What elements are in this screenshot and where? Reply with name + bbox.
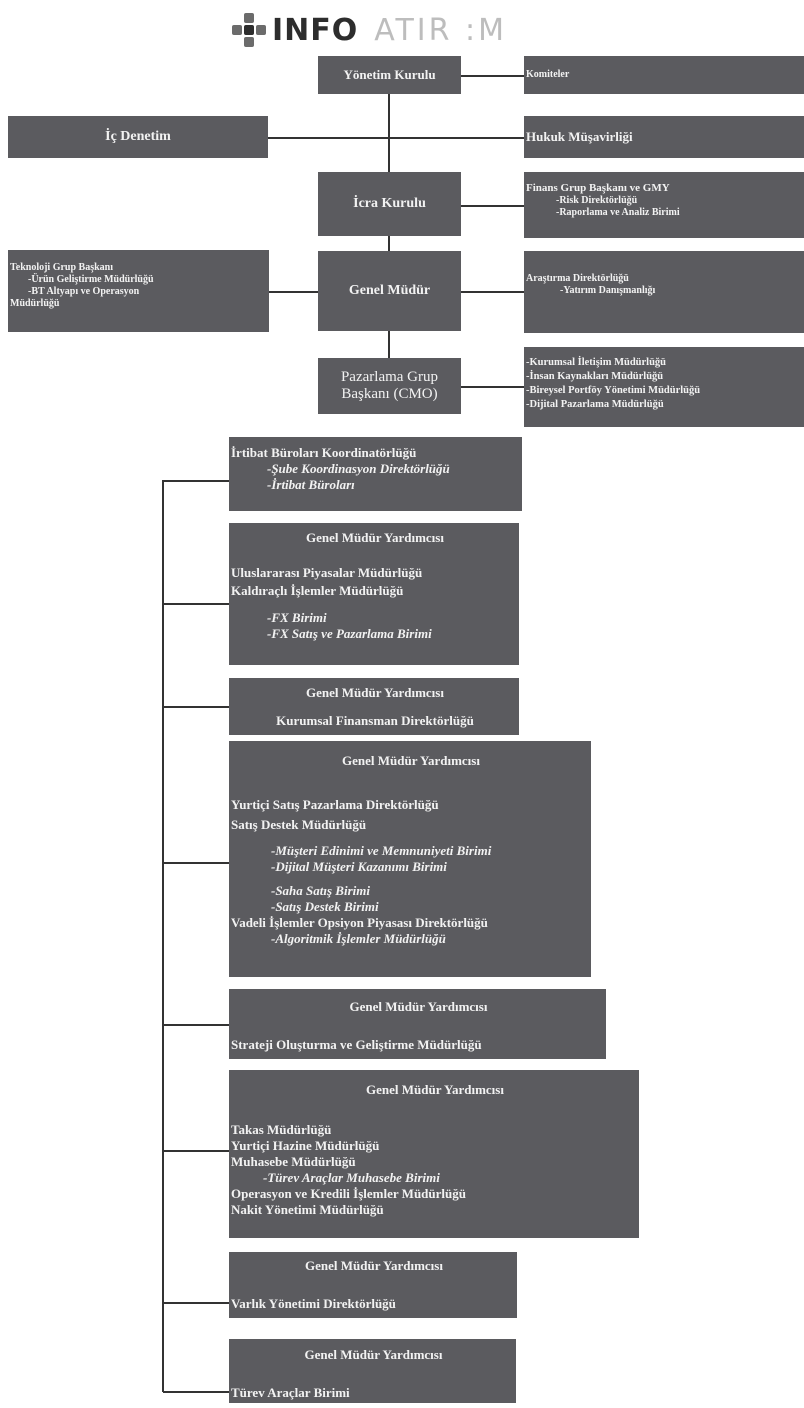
genel-mudur-box: Genel Müdür bbox=[318, 251, 461, 331]
company-logo: INFO ATIR :M bbox=[232, 10, 507, 50]
gmy7-unit: Türev Araçlar Birimi bbox=[231, 1385, 350, 1400]
yonetim-kurulu-box: Yönetim Kurulu bbox=[318, 56, 461, 94]
gmy5-unit: Yurtiçi Hazine Müdürlüğü bbox=[231, 1138, 380, 1153]
irtibat-unit: -İrtibat Büroları bbox=[267, 477, 355, 492]
teknoloji-unit: -Ürün Geliştirme Müdürlüğü bbox=[28, 274, 154, 285]
teknoloji-unit: -BT Altyapı ve Operasyon bbox=[28, 286, 140, 297]
gmy7-title: Genel Müdür Yardımcısı bbox=[304, 1347, 443, 1362]
teknoloji-box: Teknoloji Grup Başkanı -Ürün Geliştirme … bbox=[8, 250, 269, 332]
gmy6-unit: Varlık Yönetimi Direktörlüğü bbox=[231, 1296, 396, 1311]
connector-teknoloji bbox=[269, 291, 319, 293]
finans-unit: -Risk Direktörlüğü bbox=[556, 195, 638, 206]
finans-title: Finans Grup Başkanı ve GMY bbox=[526, 182, 670, 194]
logo-mark-icon bbox=[232, 13, 266, 47]
connector-irtibat-left bbox=[163, 480, 229, 482]
arastirma-unit: -Yatırım Danışmanlığı bbox=[560, 285, 656, 296]
logo-text-primary: INFO bbox=[272, 12, 359, 48]
connector-gmy2 bbox=[163, 706, 229, 708]
ic-denetim-box: İç Denetim bbox=[8, 116, 268, 158]
gmy3-subunit: -Satış Destek Birimi bbox=[271, 899, 379, 914]
teknoloji-unit-cont: Müdürlüğü bbox=[10, 298, 60, 309]
gmy6-title: Genel Müdür Yardımcısı bbox=[305, 1258, 443, 1273]
pazarlama-units-box: -Kurumsal İletişim Müdürlüğü -İnsan Kayn… bbox=[524, 347, 804, 427]
connector-gmy4 bbox=[163, 1024, 229, 1026]
gmy5-box: Genel Müdür Yardımcısı Takas Müdürlüğü Y… bbox=[229, 1070, 639, 1238]
komiteler-label: Komiteler bbox=[526, 69, 570, 80]
connector-ic-denetim bbox=[268, 137, 389, 139]
logo-text-secondary: ATIR :M bbox=[374, 12, 508, 48]
genel-mudur-label: Genel Müdür bbox=[348, 283, 431, 298]
komiteler-box: Komiteler bbox=[524, 56, 804, 94]
gmy1-box: Genel Müdür Yardımcısı Uluslararası Piya… bbox=[229, 523, 519, 665]
gmy5-title: Genel Müdür Yardımcısı bbox=[366, 1082, 504, 1097]
irtibat-title: İrtibat Büroları Koordinatörlüğü bbox=[231, 445, 417, 460]
connector-left-vertical bbox=[162, 480, 164, 1392]
gmy2-title: Genel Müdür Yardımcısı bbox=[306, 685, 444, 700]
teknoloji-title: Teknoloji Grup Başkanı bbox=[10, 262, 114, 273]
gmy4-box: Genel Müdür Yardımcısı Strateji Oluşturm… bbox=[229, 989, 606, 1059]
ic-denetim-label: İç Denetim bbox=[105, 129, 171, 144]
irtibat-box: İrtibat Büroları Koordinatörlüğü -Şube K… bbox=[229, 437, 522, 511]
connector-gmy3 bbox=[163, 862, 229, 864]
hukuk-box: Hukuk Müşavirliği bbox=[524, 116, 804, 158]
gmy3-subunit: -Algoritmik İşlemler Müdürlüğü bbox=[271, 931, 446, 946]
gmy1-subunit: -FX Birimi bbox=[267, 610, 327, 625]
gmy6-box: Genel Müdür Yardımcısı Varlık Yönetimi D… bbox=[229, 1252, 517, 1318]
connector-komiteler bbox=[461, 75, 524, 77]
gmy3-unit: Vadeli İşlemler Opsiyon Piyasası Direktö… bbox=[231, 915, 488, 930]
connector-finans bbox=[461, 205, 524, 207]
icra-kurulu-label: İcra Kurulu bbox=[353, 196, 426, 211]
gmy5-unit: Takas Müdürlüğü bbox=[231, 1122, 332, 1137]
arastirma-box: Araştırma Direktörlüğü -Yatırım Danışman… bbox=[524, 251, 804, 333]
gmy1-unit: Uluslararası Piyasalar Müdürlüğü bbox=[231, 565, 423, 580]
finans-unit: -Raporlama ve Analiz Birimi bbox=[556, 207, 680, 218]
connector-hukuk bbox=[389, 137, 524, 139]
gmy5-unit: Nakit Yönetimi Müdürlüğü bbox=[231, 1202, 384, 1217]
gmy5-unit: Muhasebe Müdürlüğü bbox=[231, 1154, 356, 1169]
icra-kurulu-box: İcra Kurulu bbox=[318, 172, 461, 236]
gmy1-subunit: -FX Satış ve Pazarlama Birimi bbox=[267, 626, 432, 641]
gmy3-subunit: -Saha Satış Birimi bbox=[271, 883, 370, 898]
connector-gmy5 bbox=[163, 1150, 229, 1152]
connector-pazarlama-units bbox=[461, 386, 524, 388]
connector-gmy7 bbox=[163, 1391, 229, 1393]
gmy3-title: Genel Müdür Yardımcısı bbox=[342, 753, 480, 768]
pazarlama-box: Pazarlama Grup Başkanı (CMO) bbox=[318, 358, 461, 414]
pazarlama-unit: -Dijital Pazarlama Müdürlüğü bbox=[526, 399, 664, 410]
connector-gmy6 bbox=[163, 1302, 229, 1304]
gmy4-title: Genel Müdür Yardımcısı bbox=[349, 999, 488, 1014]
gmy1-title: Genel Müdür Yardımcısı bbox=[306, 530, 444, 545]
connector-arastirma bbox=[461, 291, 524, 293]
gmy3-subunit: -Dijital Müşteri Kazanımı Birimi bbox=[271, 859, 447, 874]
finans-box: Finans Grup Başkanı ve GMY -Risk Direktö… bbox=[524, 172, 804, 238]
pazarlama-unit: -Kurumsal İletişim Müdürlüğü bbox=[526, 357, 667, 368]
gmy1-unit: Kaldıraçlı İşlemler Müdürlüğü bbox=[231, 583, 404, 598]
pazarlama-label-line1: Pazarlama Grup bbox=[340, 369, 439, 385]
gmy3-subunit: -Müşteri Edinimi ve Memnuniyeti Birimi bbox=[271, 843, 492, 858]
gmy2-box: Genel Müdür Yardımcısı Kurumsal Finansma… bbox=[229, 678, 519, 735]
arastirma-title: Araştırma Direktörlüğü bbox=[526, 273, 629, 284]
gmy4-unit: Strateji Oluşturma ve Geliştirme Müdürlü… bbox=[231, 1037, 482, 1052]
yonetim-kurulu-label: Yönetim Kurulu bbox=[343, 67, 436, 82]
gmy5-unit: Operasyon ve Kredili İşlemler Müdürlüğü bbox=[231, 1186, 466, 1201]
pazarlama-unit: -İnsan Kaynakları Müdürlüğü bbox=[526, 371, 664, 382]
gmy3-unit: Yurtiçi Satış Pazarlama Direktörlüğü bbox=[231, 797, 439, 812]
pazarlama-unit: -Bireysel Portföy Yönetimi Müdürlüğü bbox=[526, 385, 701, 396]
gmy3-unit: Satış Destek Müdürlüğü bbox=[231, 817, 367, 832]
pazarlama-label-line2: Başkanı (CMO) bbox=[341, 386, 438, 402]
hukuk-label: Hukuk Müşavirliği bbox=[526, 129, 633, 144]
gmy7-box: Genel Müdür Yardımcısı Türev Araçlar Bir… bbox=[229, 1339, 516, 1403]
connector-gmy1 bbox=[163, 603, 229, 605]
irtibat-unit: -Şube Koordinasyon Direktörlüğü bbox=[267, 461, 450, 476]
gmy5-subunit: -Türev Araçlar Muhasebe Birimi bbox=[263, 1170, 440, 1185]
gmy3-box: Genel Müdür Yardımcısı Yurtiçi Satış Paz… bbox=[229, 741, 591, 977]
gmy2-unit: Kurumsal Finansman Direktörlüğü bbox=[276, 713, 474, 728]
